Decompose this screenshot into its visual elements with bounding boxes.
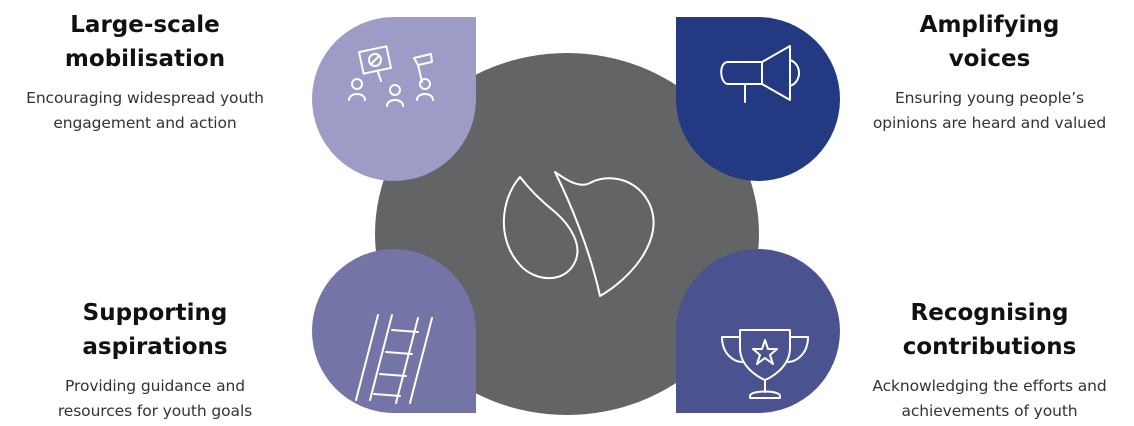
leaf-amplifying-voices bbox=[676, 17, 840, 181]
protest-crowd-icon bbox=[348, 45, 434, 107]
s-logo-icon bbox=[502, 171, 655, 297]
megaphone-icon bbox=[720, 45, 800, 103]
item-title: Recognising contributions bbox=[902, 300, 1077, 360]
item-title: Amplifying voices bbox=[919, 12, 1060, 72]
item-supporting-aspirations: Supporting aspirations Providing guidanc… bbox=[0, 296, 310, 424]
trophy-icon bbox=[721, 329, 809, 399]
item-description: Encouraging widespread youth engagement … bbox=[26, 89, 264, 132]
item-title: Supporting aspirations bbox=[82, 300, 228, 360]
item-recognising-contributions: Recognising contributions Acknowledging … bbox=[845, 296, 1134, 424]
item-description: Providing guidance and resources for you… bbox=[57, 377, 253, 420]
item-description: Acknowledging the efforts and achievemen… bbox=[872, 377, 1107, 420]
item-large-scale-mobilisation: Large-scale mobilisation Encouraging wid… bbox=[0, 8, 290, 136]
ladder-icon bbox=[355, 314, 433, 404]
leaf-large-scale-mobilisation bbox=[312, 17, 476, 181]
item-description: Ensuring young people’s opinions are hea… bbox=[872, 89, 1107, 132]
item-title: Large-scale mobilisation bbox=[64, 12, 226, 72]
item-amplifying-voices: Amplifying voices Ensuring young people’… bbox=[845, 8, 1134, 136]
